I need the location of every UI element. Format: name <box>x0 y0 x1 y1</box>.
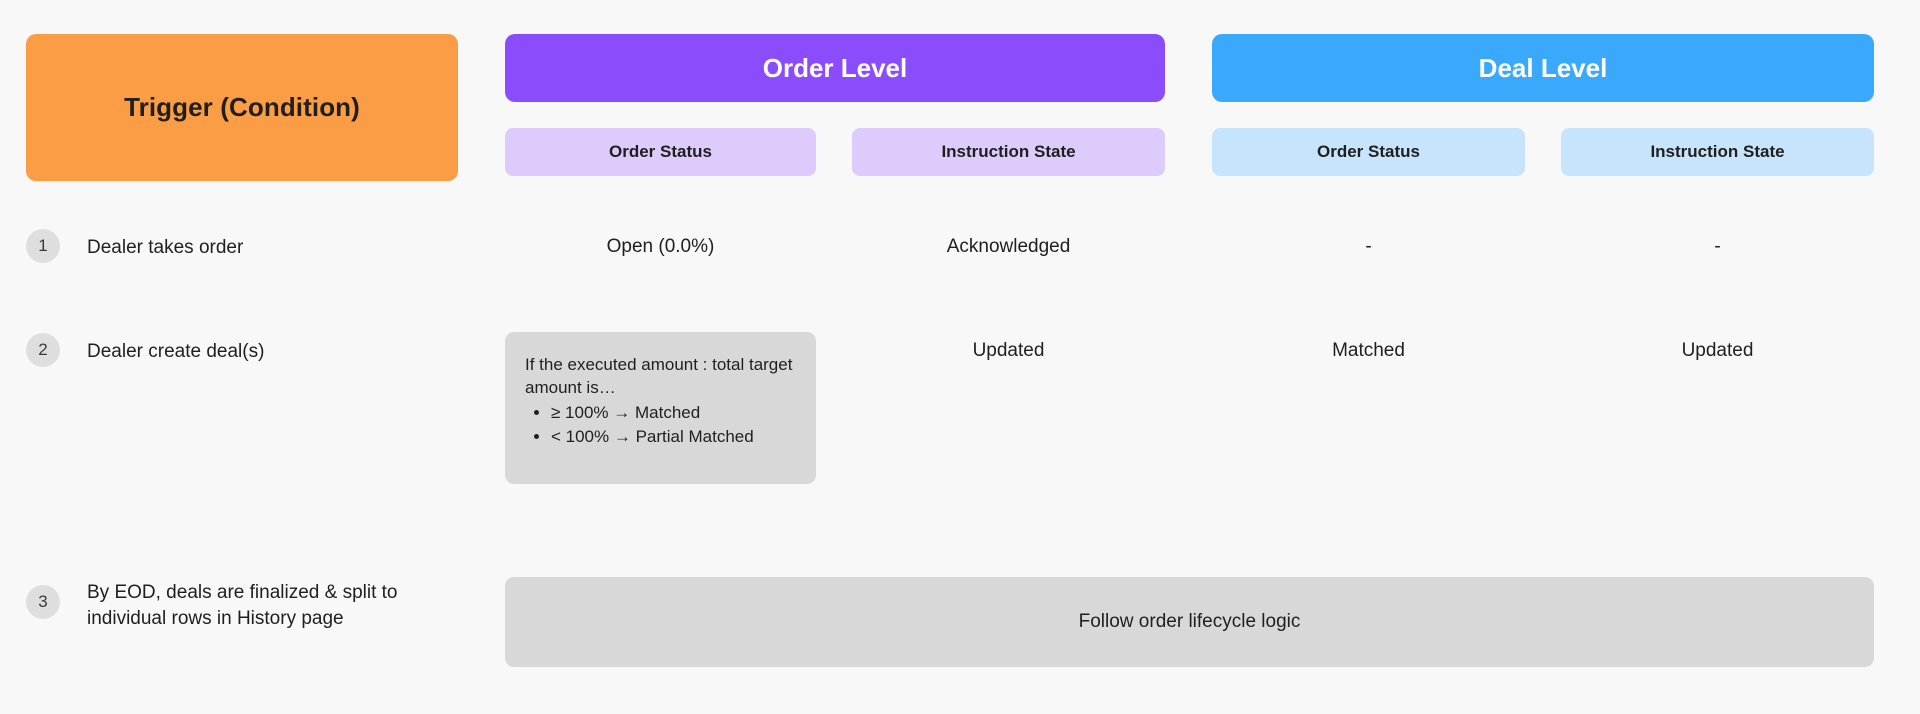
column-header-label: Order Status <box>1317 142 1420 161</box>
row-trigger-label: Dealer create deal(s) <box>87 341 265 362</box>
group-header-order-level: Order Level <box>505 34 1165 102</box>
row-trigger-label: By EOD, deals are finalized & split to i… <box>87 582 398 629</box>
row-1-instruction-state: Acknowledged <box>946 236 1071 257</box>
row-2-instruction-state: Updated <box>972 340 1045 361</box>
column-header-order-status-deal-level: Order Status <box>1212 128 1525 176</box>
column-header-instruction-state-order-level: Instruction State <box>852 128 1165 176</box>
group-header-deal-level-label: Deal Level <box>1478 52 1608 83</box>
row-number-badge: 1 <box>26 229 60 263</box>
column-header-label: Instruction State <box>941 142 1076 161</box>
note-bullet-item: < 100% → Partial Matched <box>551 426 796 449</box>
column-header-instruction-state-deal-level: Instruction State <box>1561 128 1874 176</box>
note-intro: If the executed amount : total target am… <box>525 355 793 397</box>
column-header-label: Instruction State <box>1650 142 1785 161</box>
column-header-label: Order Status <box>609 142 712 161</box>
row-number-badge: 3 <box>26 585 60 619</box>
note-bullet-list: ≥ 100% → Matched < 100% → Partial Matche… <box>551 402 796 449</box>
row-2-deal-order-status: Matched <box>1332 340 1405 361</box>
row-trigger-label: Dealer takes order <box>87 237 244 258</box>
trigger-header-card: Trigger (Condition) <box>26 34 458 181</box>
row-3-span-note: Follow order lifecycle logic <box>505 577 1874 667</box>
row-1-order-status: Open (0.0%) <box>606 236 715 257</box>
row-1-deal-instruction-state: - <box>1714 236 1721 257</box>
group-header-deal-level: Deal Level <box>1212 34 1874 102</box>
note-bullet-item: ≥ 100% → Matched <box>551 402 796 425</box>
row-1-deal-order-status: - <box>1365 236 1372 257</box>
row-number-badge: 2 <box>26 333 60 367</box>
trigger-header-label: Trigger (Condition) <box>124 92 360 122</box>
row-2-order-status-note: If the executed amount : total target am… <box>505 332 816 484</box>
row-2-deal-instruction-state: Updated <box>1681 340 1754 361</box>
row-3-span-note-label: Follow order lifecycle logic <box>1078 611 1301 632</box>
column-header-order-status-order-level: Order Status <box>505 128 816 176</box>
group-header-order-level-label: Order Level <box>762 52 908 83</box>
